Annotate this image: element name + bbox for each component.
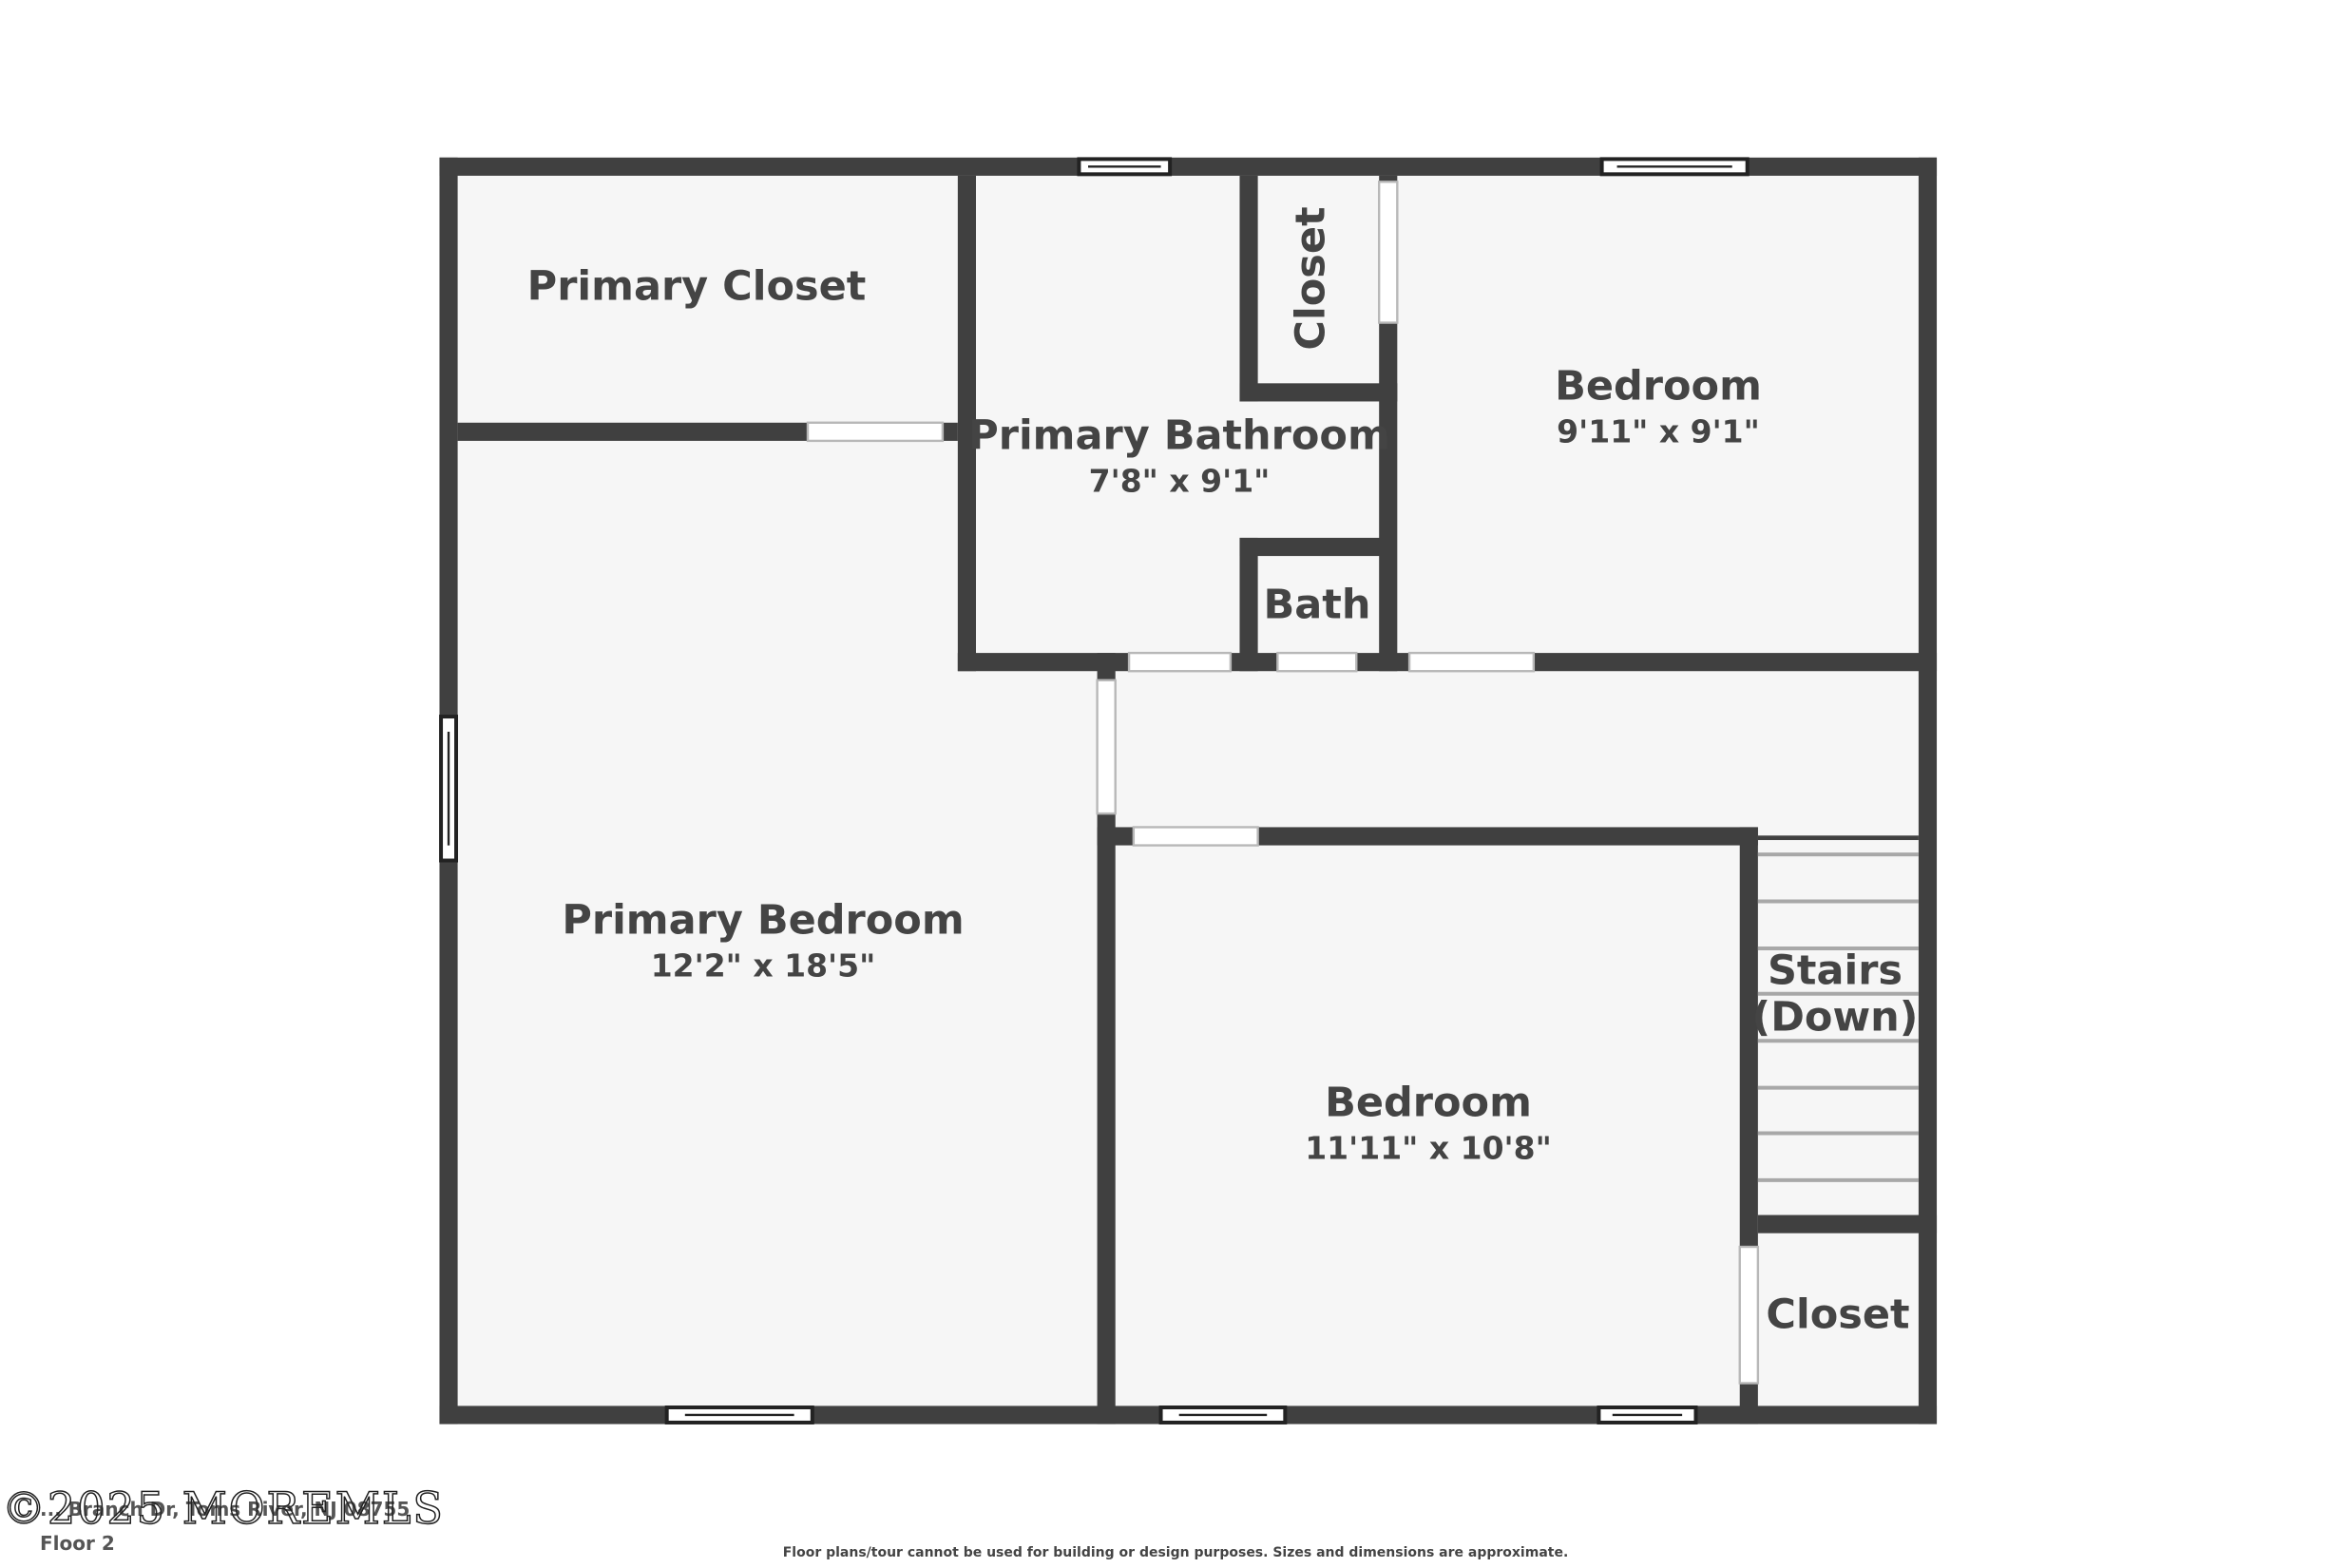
room-name: Bedroom xyxy=(1555,362,1762,411)
stairs-direction: (Down) xyxy=(1751,994,1919,1042)
room-label-bath: Bath xyxy=(1263,581,1371,629)
windows xyxy=(439,157,1750,1425)
floor-area xyxy=(439,157,1938,1425)
room-label-closet-top: Closet xyxy=(1287,206,1335,351)
room-name: Closet xyxy=(1766,1291,1910,1339)
copyright-watermark: ©2025 MOREMLS xyxy=(1,1482,445,1535)
room-name: Primary Closet xyxy=(526,262,867,311)
room-name: Stairs xyxy=(1767,947,1903,995)
room-dimensions: 7'8" x 9'1" xyxy=(1088,462,1271,500)
room-name: Bath xyxy=(1263,581,1371,629)
property-address: ... Branch Dr, Toms River, NJ 08755 xyxy=(40,1498,411,1520)
room-label-primary-bathroom: Primary Bathroom 7'8" x 9'1" xyxy=(968,411,1390,500)
room-dimensions: 9'11" x 9'1" xyxy=(1557,412,1760,450)
room-name: Primary Bedroom xyxy=(562,896,965,945)
room-dimensions: 11'11" x 10'8" xyxy=(1305,1129,1552,1167)
room-name: Closet xyxy=(1287,206,1335,351)
room-name: Bedroom xyxy=(1325,1079,1532,1127)
room-label-bedroom-top: Bedroom 9'11" x 9'1" xyxy=(1555,362,1762,450)
door-openings xyxy=(806,181,1760,1385)
room-label-primary-bedroom: Primary Bedroom 12'2" x 18'5" xyxy=(562,896,965,985)
floor-label: Floor 2 xyxy=(40,1532,115,1555)
stair-treads xyxy=(1757,835,1919,1182)
room-dimensions: 12'2" x 18'5" xyxy=(650,947,876,985)
room-label-bedroom-bottom: Bedroom 11'11" x 10'8" xyxy=(1305,1079,1552,1167)
room-name: Primary Bathroom xyxy=(968,411,1390,460)
room-label-closet-bottom: Closet xyxy=(1766,1291,1909,1338)
room-label-primary-closet: Primary Closet xyxy=(526,262,867,311)
room-label-stairs: Stairs (Down) xyxy=(1751,947,1919,1042)
disclaimer-text: Floor plans/tour cannot be used for buil… xyxy=(782,1545,1569,1560)
